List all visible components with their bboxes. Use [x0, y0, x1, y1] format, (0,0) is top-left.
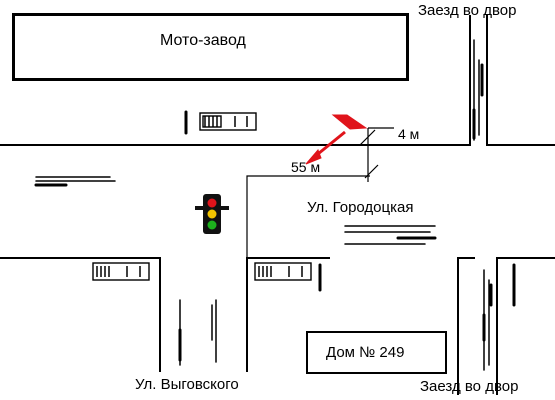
dimension-diag-1 — [359, 129, 376, 146]
parked-car-top — [199, 112, 257, 131]
street-main-label: Ул. Городоцкая — [307, 199, 414, 216]
dimension-diag-2 — [364, 164, 379, 179]
yard-entrance-left-edge — [457, 257, 475, 395]
dimension-long-line — [246, 175, 370, 258]
distance-short-label: 4 м — [398, 126, 420, 142]
yard-entrance-right-edge — [496, 257, 555, 395]
parked-car-left — [92, 262, 150, 281]
road-edge-top — [0, 15, 471, 146]
road-edge-bottom-left — [0, 257, 161, 372]
parked-car-middle — [254, 262, 312, 281]
yard-entrance-bottom-label: Заезд во двор — [420, 378, 519, 395]
house-label: Дом № 249 — [326, 344, 405, 361]
factory-building — [12, 13, 409, 81]
red-arrow-marker-icon — [305, 114, 368, 165]
traffic-light-icon — [195, 194, 229, 234]
yard-entrance-top-label: Заезд во двор — [418, 2, 517, 19]
distance-long-label: 55 м — [291, 159, 321, 175]
house-box — [306, 331, 447, 374]
street-side-label: Ул. Выговского — [135, 376, 239, 393]
factory-label: Мото-завод — [160, 32, 246, 49]
road-edge-top-right — [486, 15, 555, 146]
